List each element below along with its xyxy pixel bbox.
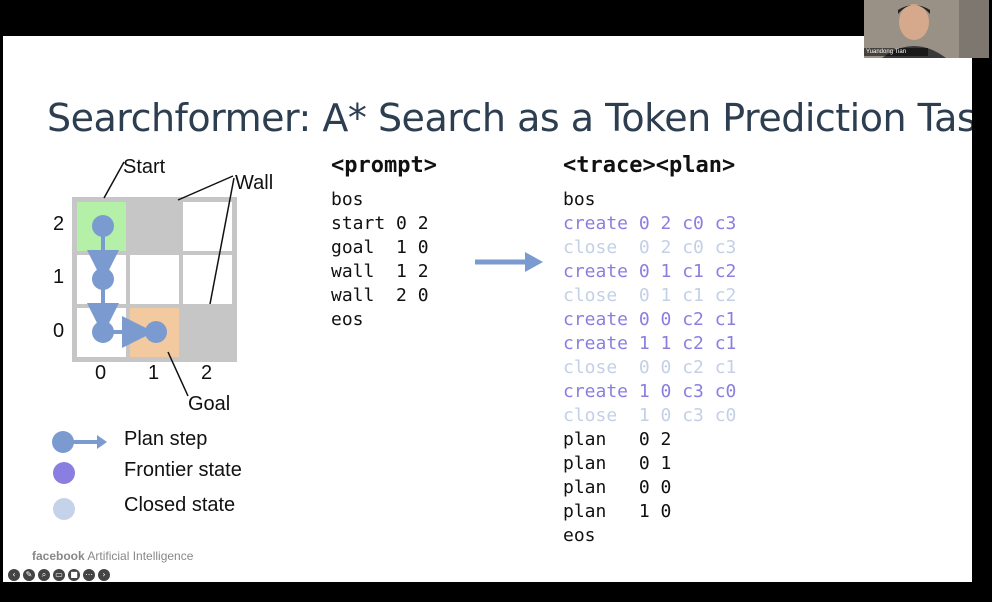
row-label-0: 0	[53, 320, 65, 342]
goal-callout: Goal	[188, 393, 231, 415]
trace-line: create 0 0 c2 c1	[563, 309, 737, 330]
row-label-1: 1	[53, 266, 65, 288]
legend-frontier: Frontier state	[124, 459, 242, 481]
plan-dot	[92, 321, 114, 343]
prompt-line: wall 1 2	[331, 261, 429, 282]
cell-wall-1-2	[130, 202, 179, 251]
facebook-wordmark: facebook	[32, 549, 85, 563]
wall-callout-line	[209, 177, 235, 305]
trace-line: create 1 1 c2 c1	[563, 333, 737, 354]
trace-line: plan 0 1	[563, 453, 672, 474]
presentation-toolbar: ‹ ✎ ⌕ ▭ ■ ⋯ ›	[8, 569, 110, 581]
cell-2-1	[183, 255, 232, 304]
facebook-ai-logo: facebook Artificial Intelligence	[32, 549, 193, 563]
start-callout: Start	[123, 156, 166, 178]
wall-callout-line	[177, 175, 234, 201]
plan-dot	[92, 215, 114, 237]
trace-line: bos	[563, 189, 596, 210]
start-callout-line	[103, 161, 125, 199]
presenter-name: Yuandong Tian	[864, 48, 928, 56]
trace-line: create 1 0 c3 c0	[563, 381, 737, 402]
prompt-line: start 0 2	[331, 213, 429, 234]
col-label-0: 0	[95, 362, 107, 384]
camera-icon[interactable]: ■	[68, 569, 80, 581]
trace-line: create 0 1 c1 c2	[563, 261, 737, 282]
more-icon[interactable]: ⋯	[83, 569, 95, 581]
trace-line: close 0 1 c1 c2	[563, 285, 737, 306]
trace-line: create 0 2 c0 c3	[563, 213, 737, 234]
cell-1-1	[130, 255, 179, 304]
legend-plan-step: Plan step	[124, 428, 208, 450]
goal-callout-line	[167, 351, 189, 397]
ai-wordmark: Artificial Intelligence	[87, 549, 194, 563]
cell-wall-2-0	[183, 308, 232, 357]
plan-dot	[92, 268, 114, 290]
wall-callout: Wall	[235, 172, 274, 194]
legend-plan-step-icon	[52, 431, 107, 453]
prompt-line: eos	[331, 309, 364, 330]
zoom-icon[interactable]: ⌕	[38, 569, 50, 581]
pen-icon[interactable]: ✎	[23, 569, 35, 581]
trace-line: eos	[563, 525, 596, 546]
slide: Searchformer: A* Search as a Token Predi…	[3, 36, 972, 582]
trace-line: close 1 0 c3 c0	[563, 405, 737, 426]
prompt-line: goal 1 0	[331, 237, 429, 258]
transform-arrow	[475, 252, 543, 272]
trace-line: plan 1 0	[563, 501, 672, 522]
legend-closed-icon	[53, 498, 75, 520]
cell-2-2	[183, 202, 232, 251]
plan-dot	[145, 321, 167, 343]
trace-line: plan 0 2	[563, 429, 672, 450]
prompt-line: bos	[331, 189, 364, 210]
trace-header: <trace><plan>	[563, 153, 736, 178]
trace-line: close 0 2 c0 c3	[563, 237, 737, 258]
col-label-1: 1	[148, 362, 160, 384]
captions-icon[interactable]: ▭	[53, 569, 65, 581]
col-label-2: 2	[201, 362, 213, 384]
back-icon[interactable]: ‹	[8, 569, 20, 581]
trace-line: plan 0 0	[563, 477, 672, 498]
forward-icon[interactable]: ›	[98, 569, 110, 581]
row-label-2: 2	[53, 213, 65, 235]
legend-closed: Closed state	[124, 494, 236, 516]
slide-title: Searchformer: A* Search as a Token Predi…	[47, 96, 972, 140]
prompt-header: <prompt>	[331, 153, 437, 178]
webcam-video: Yuandong Tian	[864, 0, 989, 58]
prompt-line: wall 2 0	[331, 285, 429, 306]
legend-frontier-icon	[53, 462, 75, 484]
grid-diagram	[72, 161, 237, 397]
trace-line: close 0 0 c2 c1	[563, 357, 737, 378]
